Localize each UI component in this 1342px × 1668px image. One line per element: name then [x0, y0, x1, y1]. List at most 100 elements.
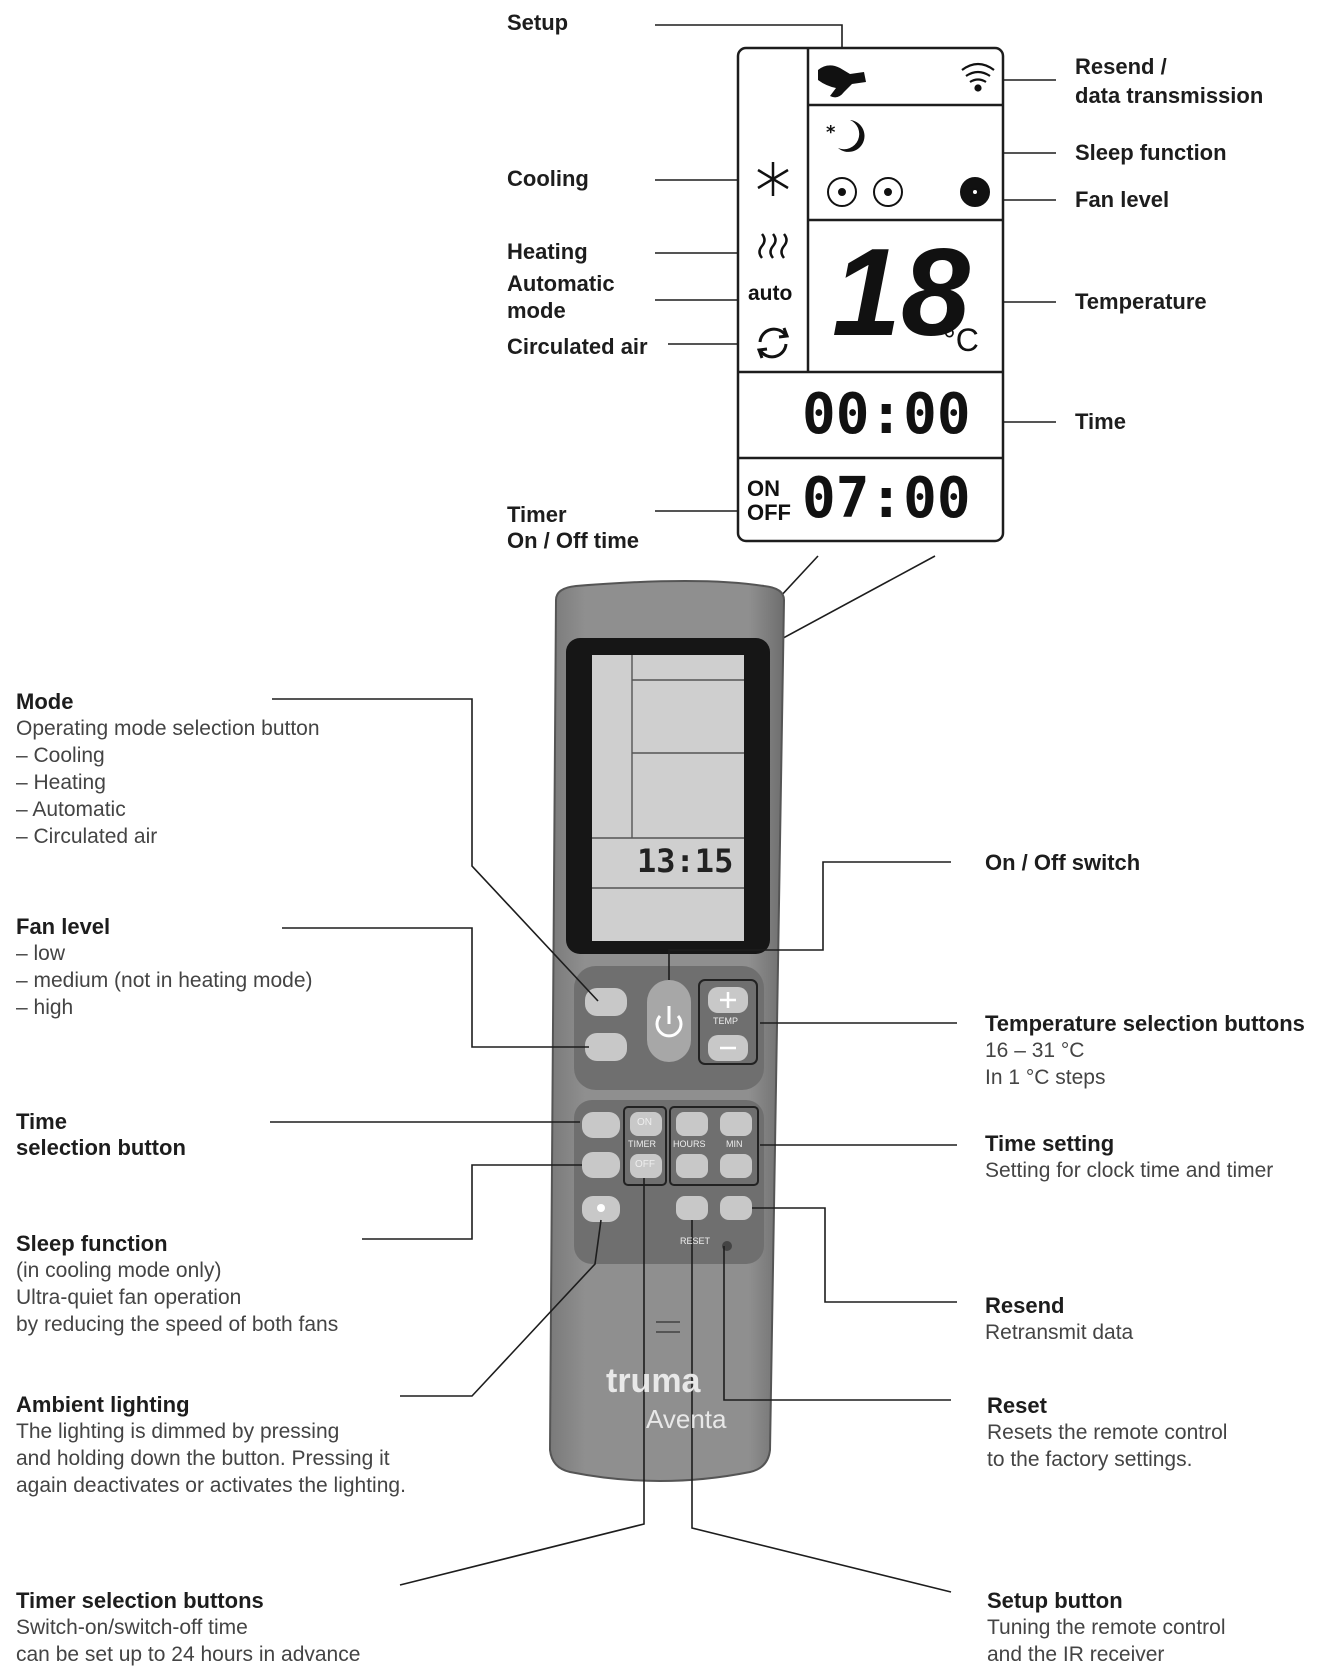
ambient-line: and holding down the button. Pressing it [16, 1447, 390, 1470]
setup-button[interactable] [676, 1196, 708, 1220]
block-resend: Resend Retransmit data [985, 1293, 1133, 1346]
svg-text:*: * [826, 122, 836, 143]
label-setup: Setup [507, 10, 569, 35]
remote-leader-lines [270, 698, 957, 1593]
remote-timer-label: TIMER [628, 1139, 656, 1149]
sleep-line: (in cooling mode only) [16, 1259, 222, 1282]
reset-line: to the factory settings. [987, 1448, 1193, 1471]
mode-title: Mode [16, 689, 74, 714]
setup-btn-line: Tuning the remote control [987, 1616, 1226, 1639]
brand-logo: truma [606, 1362, 701, 1400]
power-icon [655, 1006, 683, 1038]
wrench-icon [818, 65, 866, 98]
reset-title: Reset [987, 1393, 1047, 1418]
label-resend-1: Resend / [1075, 54, 1167, 79]
mode-button[interactable] [585, 988, 627, 1016]
label-temperature: Temperature [1075, 289, 1207, 314]
time-set-line: Setting for clock time and timer [985, 1159, 1274, 1182]
label-fan-level: Fan level [1075, 187, 1170, 212]
mode-line: – Cooling [16, 744, 105, 767]
block-reset: Reset Resets the remote control to the f… [987, 1393, 1227, 1473]
moon-icon: * [826, 120, 865, 152]
lcd-timer-on: ON [747, 476, 780, 501]
recirculate-icon [756, 327, 790, 359]
block-time-selection: Time selection button [16, 1109, 186, 1161]
time-sel-title-2: selection button [16, 1135, 186, 1160]
fan-line: – medium (not in heating mode) [16, 969, 313, 992]
remote-min-label: MIN [726, 1139, 743, 1149]
label-resend-2: data transmission [1075, 83, 1264, 108]
timer-sel-line: Switch-on/switch-off time [16, 1616, 248, 1639]
ambient-line: The lighting is dimmed by pressing [16, 1420, 340, 1443]
block-temperature-selection: Temperature selection buttons 16 – 31 °C… [985, 1011, 1305, 1091]
min-minus-button[interactable] [720, 1154, 752, 1178]
model-name: Aventa [646, 1404, 727, 1434]
heat-waves-icon [758, 233, 788, 259]
remote-hours-label: HOURS [673, 1139, 706, 1149]
lcd-detail-panel [736, 46, 1005, 543]
setup-btn-title: Setup button [987, 1588, 1123, 1613]
mode-line: Operating mode selection button [16, 717, 320, 740]
resend-title: Resend [985, 1293, 1065, 1318]
hours-plus-button[interactable] [676, 1112, 708, 1136]
sleep-button[interactable] [582, 1152, 620, 1178]
label-timer-2: On / Off time [507, 528, 639, 553]
block-time-setting: Time setting Setting for clock time and … [985, 1131, 1273, 1184]
ambient-title: Ambient lighting [16, 1392, 190, 1417]
fan-title: Fan level [16, 914, 111, 939]
block-sleep-function: Sleep function (in cooling mode only) Ul… [16, 1231, 338, 1338]
ambient-line: again deactivates or activates the light… [16, 1474, 406, 1497]
resend-line: Retransmit data [985, 1321, 1134, 1344]
resend-button[interactable] [720, 1196, 752, 1220]
block-on-off-switch: On / Off switch [985, 850, 1140, 876]
remote-control [548, 580, 786, 1482]
time-sel-title-1: Time [16, 1109, 67, 1134]
setup-btn-line: and the IR receiver [987, 1643, 1165, 1666]
block-setup-button: Setup button Tuning the remote control a… [987, 1588, 1226, 1668]
time-selection-button[interactable] [582, 1112, 620, 1138]
hours-minus-button[interactable] [676, 1154, 708, 1178]
label-automatic-1: Automatic [507, 271, 615, 296]
sleep-title: Sleep function [16, 1231, 168, 1256]
mode-line: – Heating [16, 771, 106, 794]
lcd-timer-off: OFF [747, 500, 791, 525]
plus-icon [720, 992, 736, 1008]
remote-temp-label: TEMP [713, 1016, 739, 1026]
remote-off-label: OFF [635, 1159, 655, 1170]
timer-on-button[interactable] [630, 1112, 662, 1136]
mode-line: – Automatic [16, 798, 126, 821]
label-heating: Heating [507, 239, 588, 264]
remote-on-label: ON [637, 1117, 652, 1128]
label-sleep: Sleep function [1075, 140, 1227, 165]
label-time: Time [1075, 409, 1126, 434]
timer-sel-title: Timer selection buttons [16, 1588, 264, 1613]
min-plus-button[interactable] [720, 1112, 752, 1136]
label-automatic-2: mode [507, 298, 566, 323]
timer-off-button[interactable] [630, 1154, 662, 1178]
fan-button[interactable] [585, 1033, 627, 1061]
time-set-title: Time setting [985, 1131, 1115, 1156]
mode-line: – Circulated air [16, 825, 158, 848]
lcd-temperature-value: 18 [832, 224, 970, 362]
label-cooling: Cooling [507, 166, 589, 191]
block-fan-level: Fan level – low – medium (not in heating… [16, 914, 313, 1021]
sleep-line: by reducing the speed of both fans [16, 1313, 339, 1336]
onoff-title: On / Off switch [985, 850, 1141, 875]
block-mode: Mode Operating mode selection button – C… [16, 689, 320, 850]
label-circulated-air: Circulated air [507, 334, 648, 359]
lcd-temperature-unit: °C [943, 322, 979, 358]
wifi-icon [961, 62, 995, 92]
lcd-timer-value: 07:00 [802, 466, 971, 531]
remote-screen-time: 13:15 [637, 842, 734, 880]
fan-icon [827, 177, 990, 207]
block-ambient-lighting: Ambient lighting The lighting is dimmed … [16, 1392, 406, 1499]
temp-sel-line: 16 – 31 °C [985, 1039, 1085, 1062]
block-timer-selection: Timer selection buttons Switch-on/switch… [16, 1588, 360, 1668]
fan-line: – high [16, 996, 74, 1019]
fan-line: – low [16, 942, 66, 965]
bulb-icon [597, 1204, 605, 1212]
temp-sel-title: Temperature selection buttons [985, 1011, 1305, 1036]
lcd-time-value: 00:00 [802, 382, 971, 447]
reset-line: Resets the remote control [987, 1421, 1228, 1444]
